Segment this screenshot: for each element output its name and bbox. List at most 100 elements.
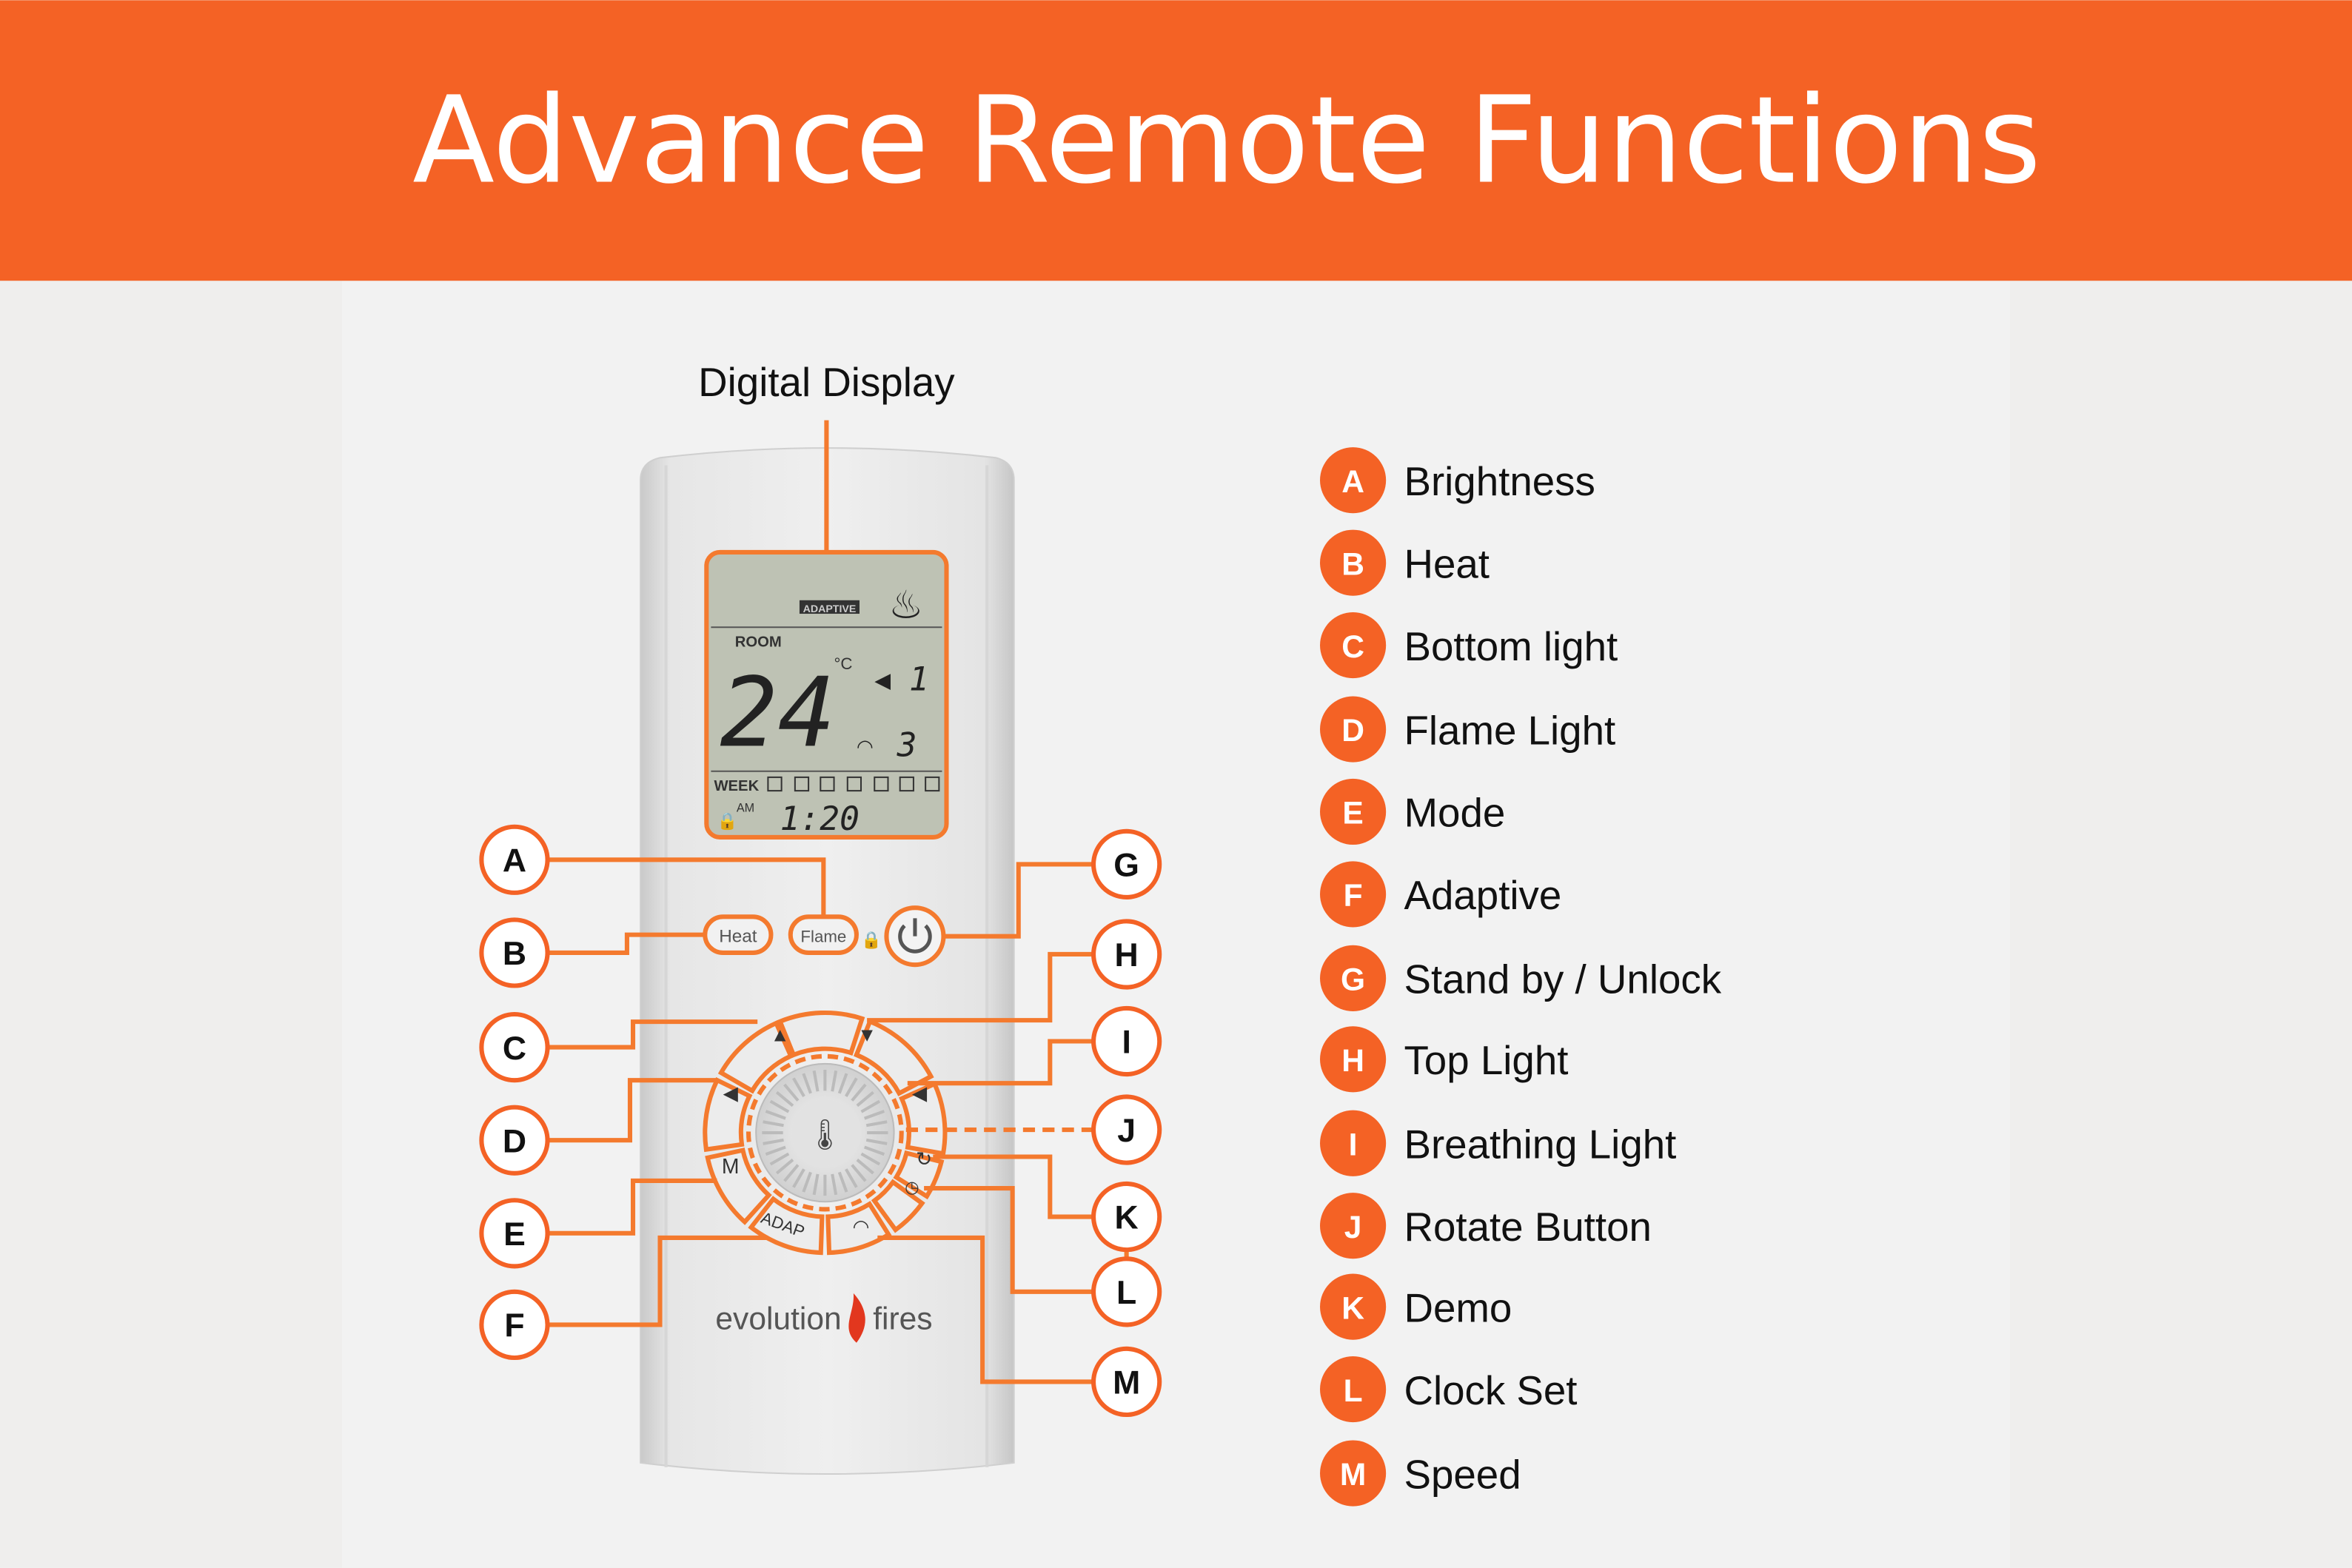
lcd-week: WEEK xyxy=(714,778,759,794)
dial-segment-button[interactable] xyxy=(853,1018,934,1096)
knob-grip-tick xyxy=(812,1070,820,1092)
power-icon xyxy=(898,924,932,954)
lcd-time: 1:20 xyxy=(780,800,860,838)
knob-grip-tick xyxy=(792,1077,805,1097)
thermometer-icon: 🌡 xyxy=(806,1117,844,1151)
flame-logo-icon xyxy=(848,1293,865,1343)
dial-segment-button[interactable] xyxy=(893,1150,945,1200)
callout-c: C xyxy=(479,1011,550,1083)
dial-segment-button[interactable] xyxy=(825,1201,892,1256)
legend-letter: E xyxy=(1342,796,1363,831)
flame-light-icon: ◀ xyxy=(874,669,891,692)
callout-lines xyxy=(547,420,1129,1384)
dial-segment-button[interactable] xyxy=(717,1019,794,1094)
knob-grip-tick xyxy=(802,1171,812,1193)
legend-item: B Heat xyxy=(1320,529,1490,596)
knob-grip-tick xyxy=(863,1110,885,1120)
svg-text:F: F xyxy=(504,1308,524,1344)
legend-label: Brightness xyxy=(1404,458,1595,504)
svg-text:fires: fires xyxy=(873,1301,932,1337)
bottom-light-icon: ▲ xyxy=(771,1023,790,1045)
legend-letter: C xyxy=(1341,629,1364,665)
dial-segment-button[interactable] xyxy=(703,1076,753,1153)
legend-marker xyxy=(1320,778,1387,845)
callout-j: J xyxy=(1091,1094,1162,1165)
knob-grip-tick xyxy=(769,1152,790,1166)
dial-segment-button[interactable] xyxy=(871,1179,925,1233)
mode-button-label: M xyxy=(722,1155,740,1179)
legend-marker xyxy=(1320,1440,1387,1507)
legend-label: Top Light xyxy=(1404,1037,1568,1083)
legend-label: Rotate Button xyxy=(1404,1204,1651,1250)
legend-item: I Breathing Light xyxy=(1320,1110,1676,1176)
page-title: Advance Remote Functions xyxy=(412,72,2041,211)
callout-g: G xyxy=(1091,828,1162,900)
legend-label: Heat xyxy=(1404,540,1490,586)
knob-grip-tick xyxy=(844,1077,858,1097)
flame-button[interactable]: Flame xyxy=(788,914,859,955)
power-button[interactable] xyxy=(884,905,946,968)
legend-marker xyxy=(1320,1193,1387,1259)
callout-f: F xyxy=(479,1289,550,1361)
lcd-unit: °C xyxy=(834,654,853,673)
clock-icon: ◷ xyxy=(905,1178,919,1196)
legend-label: Breathing Light xyxy=(1404,1122,1676,1167)
content-panel xyxy=(341,281,2011,1568)
legend-letter: B xyxy=(1341,546,1364,582)
callout-h: H xyxy=(1091,919,1162,990)
knob-grip-tick xyxy=(783,1083,800,1102)
dial-segment-button[interactable] xyxy=(899,1081,948,1156)
legend-letter: H xyxy=(1341,1043,1364,1079)
knob-grip-tick xyxy=(851,1083,867,1102)
lcd-temperature: 24 xyxy=(720,657,836,768)
speed-icon: ◠ xyxy=(857,735,874,757)
knob-grip-tick xyxy=(851,1164,867,1182)
flame-light-icon: ◀ xyxy=(723,1082,739,1105)
legend-label: Flame Light xyxy=(1404,707,1615,753)
legend-marker xyxy=(1320,1026,1387,1093)
lcd-speed: 3 xyxy=(897,726,917,765)
knob-grip-tick xyxy=(831,1173,838,1196)
svg-text:H: H xyxy=(1115,937,1139,974)
flame-button-label: Flame xyxy=(800,928,846,946)
svg-text:D: D xyxy=(503,1123,526,1159)
svg-text:I: I xyxy=(1122,1025,1130,1061)
legend-letter: F xyxy=(1344,878,1363,914)
legend-letter: L xyxy=(1344,1373,1363,1409)
legend-letter: G xyxy=(1341,962,1365,998)
knob-grip-tick xyxy=(865,1138,888,1145)
legend-label: Mode xyxy=(1404,790,1505,836)
heat-button-label: Heat xyxy=(719,927,757,947)
lcd-display: ADAPTIVE ♨ ROOM 24 °C ◀ 1 ◠ 3 WEEK AM 🔒 … xyxy=(704,549,949,840)
lcd-room: ROOM xyxy=(735,634,782,651)
rotate-knob[interactable]: 🌡 xyxy=(746,1053,904,1212)
knob-grip-tick xyxy=(831,1070,838,1092)
legend-label: Bottom light xyxy=(1404,623,1618,669)
svg-text:M: M xyxy=(1113,1365,1140,1401)
dial-segment-button[interactable] xyxy=(705,1147,772,1225)
legend-item: H Top Light xyxy=(1320,1026,1568,1093)
legend-letter: A xyxy=(1341,464,1364,500)
knob-grip-tick xyxy=(865,1120,888,1128)
header-banner xyxy=(0,0,2352,281)
dial-segment-button[interactable] xyxy=(748,1196,825,1256)
knob-grip-tick xyxy=(783,1164,800,1182)
svg-text:J: J xyxy=(1117,1113,1136,1149)
legend-letter: I xyxy=(1349,1127,1358,1162)
knob-grip-tick xyxy=(765,1110,786,1120)
heat-button[interactable]: Heat xyxy=(703,914,774,955)
demo-icon: ↻ xyxy=(916,1148,932,1170)
legend-item: C Bottom light xyxy=(1320,612,1618,679)
lcd-adaptive: ADAPTIVE xyxy=(803,603,857,615)
knob-grip-tick xyxy=(763,1120,784,1128)
knob-grip-tick xyxy=(765,1145,786,1156)
legend-marker xyxy=(1320,529,1387,596)
svg-text:evolution: evolution xyxy=(715,1301,841,1337)
legend-item: E Mode xyxy=(1320,778,1505,845)
dial-segment-button[interactable] xyxy=(777,1010,865,1058)
